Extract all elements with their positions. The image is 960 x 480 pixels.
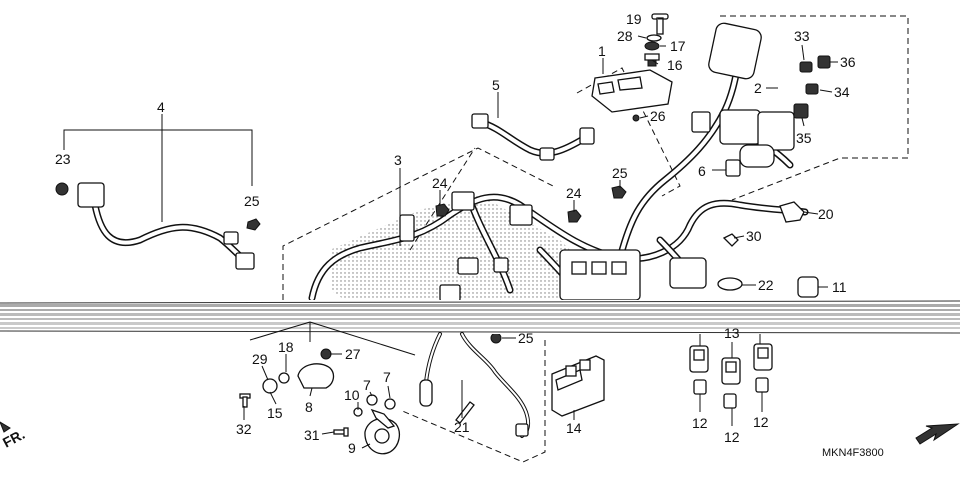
callout-8: 8 xyxy=(305,399,313,415)
callout-12b: 12 xyxy=(724,429,740,445)
main-harness-3 xyxy=(308,22,809,304)
callout-35: 35 xyxy=(796,130,812,146)
control-unit-1 xyxy=(591,59,673,122)
callout-33: 33 xyxy=(794,28,810,44)
clip-30 xyxy=(722,233,739,247)
connector-a xyxy=(77,182,105,208)
callout-26: 26 xyxy=(650,108,666,124)
sub-harness-5 xyxy=(471,113,595,161)
front-arrow-left xyxy=(0,421,11,433)
callout-25a: 25 xyxy=(244,193,260,209)
callout-16: 16 xyxy=(667,57,683,73)
fuse-group xyxy=(793,55,831,119)
boot-cover xyxy=(708,22,762,80)
callout-31: 31 xyxy=(304,427,320,443)
connector-b xyxy=(235,252,255,270)
callout-12a: 12 xyxy=(692,415,708,431)
callout-18: 18 xyxy=(278,339,294,355)
callout-23: 23 xyxy=(55,151,71,167)
callout-labels: 1 2 3 4 5 6 7 7 8 9 10 11 12 12 12 13 14… xyxy=(55,11,856,456)
callout-3: 3 xyxy=(394,152,402,168)
grommet-23 xyxy=(55,182,69,196)
callout-13: 13 xyxy=(724,325,740,341)
callout-6: 6 xyxy=(698,163,706,179)
connector-6 xyxy=(739,144,775,168)
band-21 xyxy=(455,401,475,424)
relay-box xyxy=(719,109,761,145)
relay-set xyxy=(689,343,773,409)
horn-9 xyxy=(333,394,401,455)
callout-7a: 7 xyxy=(363,377,371,393)
diagram-code: MKN4F3800 xyxy=(822,447,884,459)
callout-28: 28 xyxy=(617,28,633,44)
callout-11: 11 xyxy=(832,279,847,295)
torn-band xyxy=(0,300,960,334)
clip-20 xyxy=(779,201,805,223)
callout-21: 21 xyxy=(454,419,470,435)
callout-24b: 24 xyxy=(566,185,582,201)
callout-34: 34 xyxy=(834,84,850,100)
callout-22: 22 xyxy=(758,277,774,293)
callout-24a: 24 xyxy=(432,175,448,191)
callout-27: 27 xyxy=(345,346,361,362)
callout-10: 10 xyxy=(344,387,360,403)
callout-12c: 12 xyxy=(753,414,769,430)
callout-25b: 25 xyxy=(612,165,628,181)
callout-32: 32 xyxy=(236,421,252,437)
callout-30: 30 xyxy=(746,228,762,244)
callout-19: 19 xyxy=(626,11,642,27)
sub-harness-4 xyxy=(55,182,261,270)
callout-7b: 7 xyxy=(383,369,391,385)
clip-25 xyxy=(246,218,261,231)
band-22 xyxy=(717,277,743,291)
callout-29: 29 xyxy=(252,351,268,367)
front-arrow-right xyxy=(915,423,960,445)
module-14 xyxy=(551,355,605,417)
callout-15: 15 xyxy=(267,405,283,421)
callout-4: 4 xyxy=(157,99,165,115)
lower-wire-assembly xyxy=(419,332,531,438)
callout-2: 2 xyxy=(754,80,762,96)
callout-36: 36 xyxy=(840,54,856,70)
callout-9: 9 xyxy=(348,440,356,456)
leader-lines xyxy=(63,18,838,449)
bolt-stack xyxy=(644,13,669,61)
callout-1: 1 xyxy=(598,43,606,59)
callout-5: 5 xyxy=(492,77,500,93)
junction-block xyxy=(559,249,641,301)
cover-11 xyxy=(797,276,819,298)
callout-17: 17 xyxy=(670,38,686,54)
callout-20: 20 xyxy=(818,206,834,222)
callout-14: 14 xyxy=(566,420,582,436)
callout-25c: 25 xyxy=(518,330,534,346)
